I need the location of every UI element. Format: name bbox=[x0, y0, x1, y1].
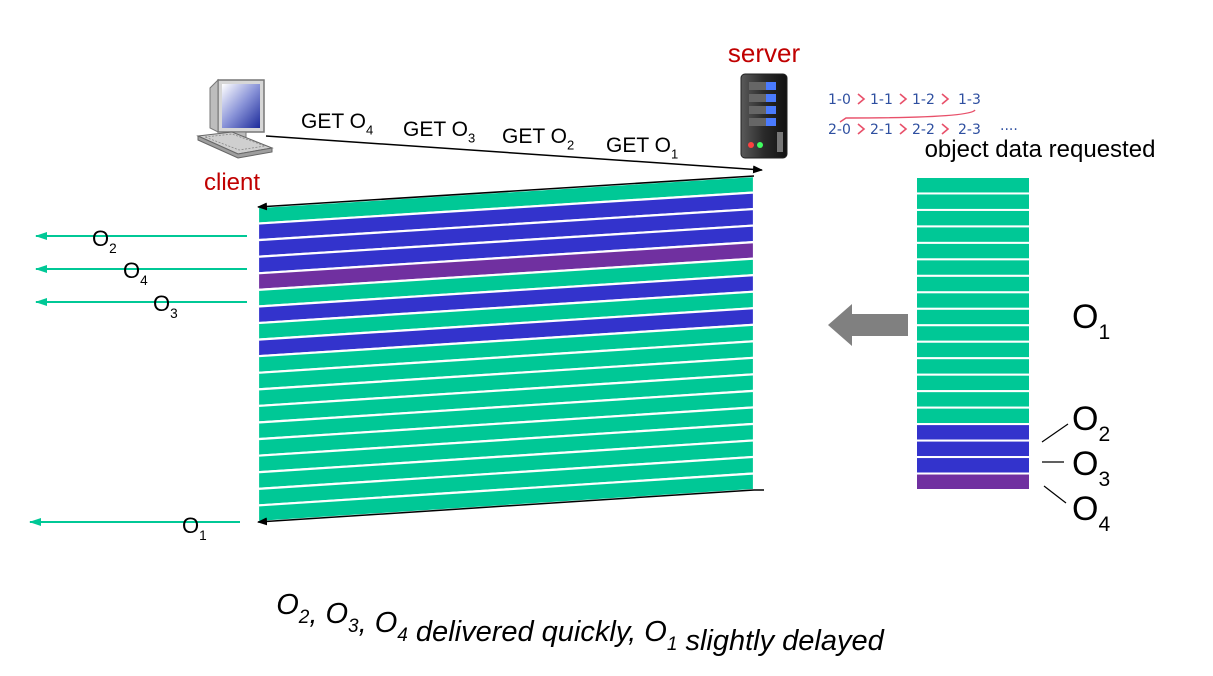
object-segment-19-purple bbox=[915, 472, 1031, 491]
object-segment-2-green bbox=[915, 192, 1031, 211]
caption-subscript-2: 3 bbox=[348, 616, 359, 637]
delivery-label-3: O3 bbox=[153, 291, 178, 321]
hw-note-ellipsis: .... bbox=[1000, 118, 1018, 134]
object-label-1: O1 bbox=[1072, 298, 1110, 344]
object-label-1-text: O bbox=[1072, 298, 1098, 336]
grey-left-arrow-icon bbox=[828, 304, 908, 346]
hw-wrap-arrow-icon bbox=[839, 109, 976, 123]
caption-part-1: O bbox=[276, 589, 299, 621]
hw-red-chevron-icon bbox=[941, 123, 950, 135]
request-label-4-subscript: 1 bbox=[671, 147, 678, 162]
request-label-1: GET O4 bbox=[301, 110, 373, 138]
hw-red-chevron-icon bbox=[899, 123, 908, 135]
object-segment-18-blue bbox=[915, 456, 1031, 475]
hw-note-row1-1: 1-0 bbox=[828, 92, 851, 108]
caption-subscript-4: 1 bbox=[667, 634, 678, 655]
delivery-label-4: O1 bbox=[182, 513, 207, 543]
hw-red-chevron-icon bbox=[941, 93, 950, 105]
object-label-3-subscript: 3 bbox=[1098, 468, 1110, 491]
delivery-label-2: O4 bbox=[123, 258, 148, 288]
object-segment-8-green bbox=[915, 291, 1031, 310]
object-label-2-subscript: 2 bbox=[1098, 423, 1110, 446]
caption-part-5: slightly delayed bbox=[677, 625, 884, 657]
object-label-leader-lines bbox=[1041, 423, 1069, 504]
delivery-label-1-text: O bbox=[92, 226, 109, 251]
caption-part-2: , O bbox=[309, 598, 348, 630]
object-data-requested-label: object data requested bbox=[925, 136, 1156, 163]
object-segment-13-green bbox=[915, 373, 1031, 393]
delivery-label-3-text: O bbox=[153, 291, 170, 316]
object-label-2: O2 bbox=[1072, 400, 1110, 446]
object-segment-12-green bbox=[915, 357, 1031, 376]
object-segment-9-green bbox=[915, 307, 1031, 327]
request-arrow bbox=[265, 135, 763, 174]
delivery-label-1: O2 bbox=[92, 226, 117, 256]
request-label-2: GET O3 bbox=[403, 118, 475, 146]
request-label-3-subscript: 2 bbox=[567, 138, 574, 153]
caption-subscript-1: 2 bbox=[298, 607, 310, 628]
client-label: client bbox=[204, 169, 260, 196]
object-segment-7-green bbox=[915, 274, 1031, 294]
request-label-4-text: GET O bbox=[606, 134, 671, 157]
object-segment-6-green bbox=[915, 258, 1031, 277]
request-label-2-text: GET O bbox=[403, 118, 468, 141]
hw-red-chevron-icon bbox=[857, 93, 866, 105]
delivery-label-1-subscript: 2 bbox=[109, 241, 117, 256]
request-label-1-subscript: 4 bbox=[366, 123, 373, 138]
object-segment-11-green bbox=[915, 340, 1031, 360]
delivery-label-2-text: O bbox=[123, 258, 140, 283]
hw-note-row1-2: 1-1 bbox=[870, 92, 893, 108]
object-segment-1-green bbox=[915, 176, 1031, 195]
object-label-2-text: O bbox=[1072, 400, 1098, 438]
caption: O2, O3, O4 delivered quickly, O1 slightl… bbox=[276, 589, 884, 657]
response-band-bottom-edge bbox=[257, 489, 755, 526]
object-segment-17-blue bbox=[915, 439, 1031, 459]
object-segment-3-green bbox=[915, 208, 1031, 228]
object-label-4-text: O bbox=[1072, 490, 1098, 528]
hw-note-row2-1: 2-0 bbox=[828, 122, 851, 138]
request-label-3: GET O2 bbox=[502, 125, 574, 153]
delivery-label-4-subscript: 1 bbox=[199, 528, 207, 543]
object-segment-5-green bbox=[915, 241, 1031, 261]
object-label-1-subscript: 1 bbox=[1098, 321, 1110, 344]
object-label-4-subscript: 4 bbox=[1098, 513, 1110, 536]
server-label: server bbox=[728, 38, 801, 68]
object-segment-16-blue bbox=[915, 423, 1031, 442]
client-computer-icon bbox=[196, 78, 274, 159]
delivery-label-3-subscript: 3 bbox=[170, 306, 178, 321]
hw-note-row2-4: 2-3 bbox=[958, 122, 981, 138]
request-label-2-subscript: 3 bbox=[468, 131, 475, 146]
caption-subscript-3: 4 bbox=[397, 625, 408, 646]
caption-part-4: delivered quickly, O bbox=[408, 616, 667, 648]
object-label-4: O4 bbox=[1072, 490, 1110, 536]
hw-note-row2-3: 2-2 bbox=[912, 122, 935, 138]
handwritten-notes: 1-0 1-1 1-2 1-3 2-0 2-1 2-2 2-3.... bbox=[828, 92, 1018, 138]
object-segment-4-green bbox=[915, 225, 1031, 244]
hw-note-row1-4: 1-3 bbox=[958, 92, 981, 108]
hw-note-row2-2: 2-1 bbox=[870, 122, 893, 138]
object-label-3: O3 bbox=[1072, 445, 1110, 491]
object-data-stack bbox=[915, 176, 1031, 491]
hw-note-row1-3: 1-2 bbox=[912, 92, 935, 108]
delivery-label-4-text: O bbox=[182, 513, 199, 538]
response-band-top-edge bbox=[257, 175, 755, 211]
object-segment-14-green bbox=[915, 390, 1031, 409]
hw-red-chevron-icon bbox=[857, 123, 866, 135]
response-frames bbox=[256, 174, 756, 524]
hw-red-chevron-icon bbox=[899, 93, 908, 105]
request-label-4: GET O1 bbox=[606, 134, 678, 162]
request-label-3-text: GET O bbox=[502, 125, 567, 148]
object-segment-15-green bbox=[915, 406, 1031, 426]
server-icon bbox=[740, 73, 788, 159]
object-segment-10-green bbox=[915, 324, 1031, 343]
delivery-label-2-subscript: 4 bbox=[140, 273, 148, 288]
caption-part-3: , O bbox=[359, 607, 398, 639]
request-label-1-text: GET O bbox=[301, 110, 366, 133]
object-label-3-text: O bbox=[1072, 445, 1098, 483]
